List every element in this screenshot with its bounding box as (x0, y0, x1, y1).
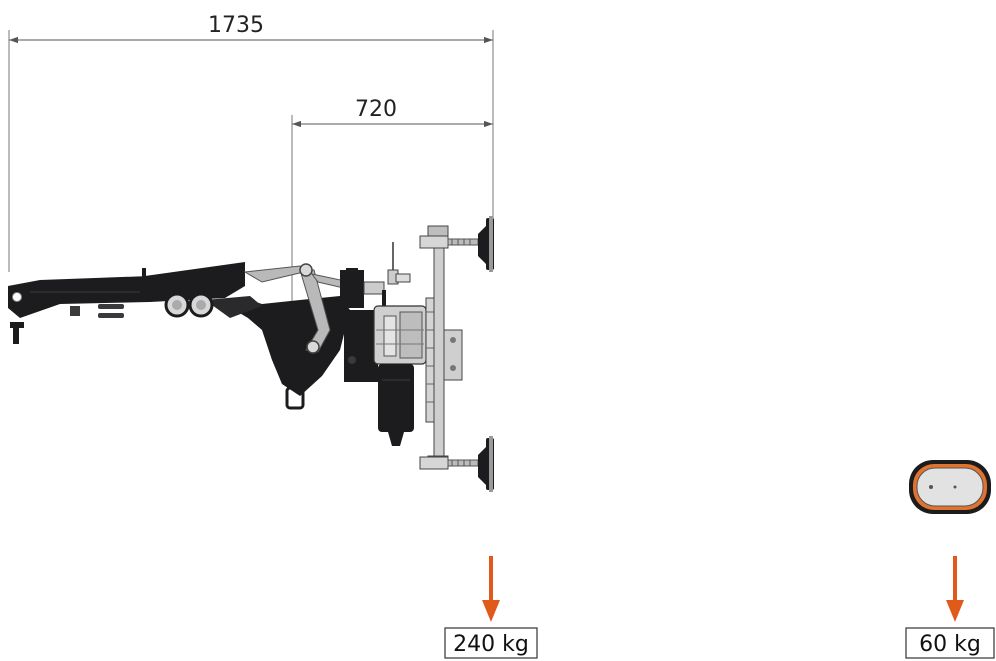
hook-ring (285, 380, 305, 410)
right-load-indicator: 60 kg (905, 556, 995, 659)
upper-suction-pad (419, 216, 494, 272)
vacuum-lifter-side-view (8, 216, 494, 492)
reach-dimension: 720 (291, 97, 493, 330)
load-box (905, 627, 995, 659)
arrow-head-icon (482, 600, 500, 622)
reach-label: 720 (355, 97, 397, 122)
overall-length-label: 1735 (208, 13, 264, 38)
arrow-head-icon (946, 600, 964, 622)
lower-suction-pad (419, 436, 494, 492)
head-frame (340, 268, 386, 382)
load-box (444, 627, 538, 659)
overall-length-dimension: 1735 (8, 13, 494, 272)
pump-motor (373, 305, 427, 446)
sensor-antenna (387, 242, 411, 285)
steel-linkage (243, 263, 353, 354)
load-value-right: 60 kg (919, 632, 981, 657)
left-load-indicator: 240 kg (444, 556, 538, 659)
load-value-left: 240 kg (453, 632, 529, 657)
main-arm (8, 262, 350, 396)
twin-rollers (164, 292, 214, 318)
suction-pad-top-view (909, 460, 991, 514)
